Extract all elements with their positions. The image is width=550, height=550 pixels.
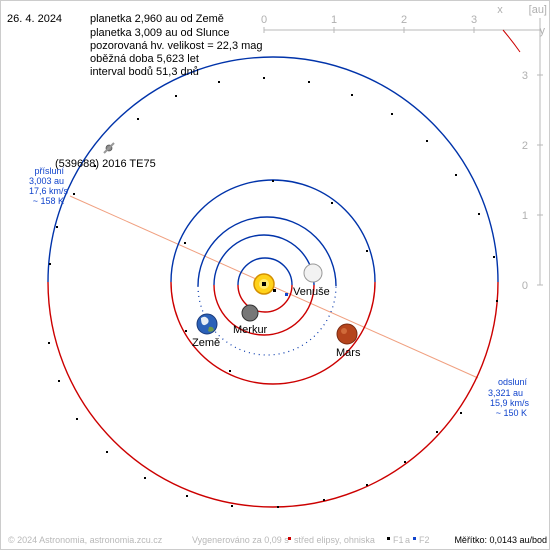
unit-label: [au] [529,4,547,16]
aphelion-title: odsluní [498,377,528,387]
y-tick-label: 1 [522,210,528,222]
perihelion-speed: 17,6 km/s [29,186,69,196]
mercury-orbit-below [237,284,293,313]
mars-orbit-above [170,179,376,283]
earth [196,313,218,335]
venus-label: Venuše [293,286,330,298]
perihelion-label: přísluní 3,003 au 17,6 km/s ~ 158 K [29,166,69,206]
x-tick-label: 0 [261,14,267,26]
mercury-label: Merkur [233,324,268,336]
venus [303,263,323,283]
asteroid-orbit-below [47,281,499,508]
planet-labels: Venuše Merkur Země Mars [192,286,361,359]
generated-text: Vygenerováno za 0,09 s [192,535,289,545]
date-label: 26. 4. 2024 [7,13,62,25]
y-tick-label: 2 [522,140,528,152]
legend-center-marker [288,537,291,540]
info-line: pozorovaná hv. velikost = 22,3 mag [90,40,263,52]
x-tick-label: 1 [331,14,337,26]
aphelion-temperature: ~ 150 K [496,408,527,418]
y-tick-label: 0 [522,280,528,292]
aphelion-speed: 15,9 km/s [490,398,530,408]
axis-labels: 0 1 2 3 x [au] y 3 2 1 0 [261,4,547,292]
legend-center-text: střed elipsy, ohniska [294,535,375,545]
asteroid-orbit-above [47,56,499,283]
focus-marker [285,293,288,296]
legend-a-text: a [405,535,410,545]
perihelion-temperature: ~ 158 K [33,196,64,206]
copyright-text: © 2024 Astronomia, astronomia.zcu.cz [8,535,163,545]
info-line: oběžná doba 5,623 let [90,53,199,65]
x-axis-label: x [497,4,503,16]
asteroid-name: (539688) 2016 TE75 [55,158,156,170]
y-tick-label: 3 [522,70,528,82]
mercury-orbit-above [237,257,293,286]
mars-points [184,180,368,372]
y-axis-label: y [540,25,546,37]
info-line: planetka 2,960 au od Země [90,13,224,25]
jupiter-orbit-arc [502,29,521,53]
earth-label: Země [192,337,220,349]
venus-orbit-above [213,234,315,286]
perihelion-distance: 3,003 au [29,176,64,186]
legend-f2-text: F2 [419,535,430,545]
mars-orbit-below [170,281,376,385]
aphelion-distance: 3,321 au [488,388,523,398]
orbit-points [48,77,498,508]
mars-label: Mars [336,347,361,359]
info-line: planetka 3,009 au od Slunce [90,27,229,39]
x-tick-label: 3 [471,14,477,26]
focus-marker [273,289,276,292]
x-tick-label: 2 [401,14,407,26]
axes [263,18,543,286]
legend-f1-text: F1 [393,535,404,545]
footer: © 2024 Astronomia, astronomia.zcu.cz Vyg… [8,535,547,545]
asteroid-marker [103,142,115,154]
legend-f1-marker [387,537,390,540]
legend-f2-marker [413,537,416,540]
sun [253,273,275,295]
info-line: interval bodů 51,3 dnů [90,66,199,78]
mercury [241,304,259,322]
venus-orbit-below [213,284,315,336]
header-block: 26. 4. 2024 planetka 2,960 au od Země pl… [7,13,263,78]
earth-orbit-above [197,216,337,287]
mars [336,323,358,345]
aphelion-label: odsluní 3,321 au 15,9 km/s ~ 150 K [488,377,530,418]
perihelion-title: přísluní [34,166,64,176]
scale-text: Měřítko: 0,0143 au/bod [454,535,547,545]
